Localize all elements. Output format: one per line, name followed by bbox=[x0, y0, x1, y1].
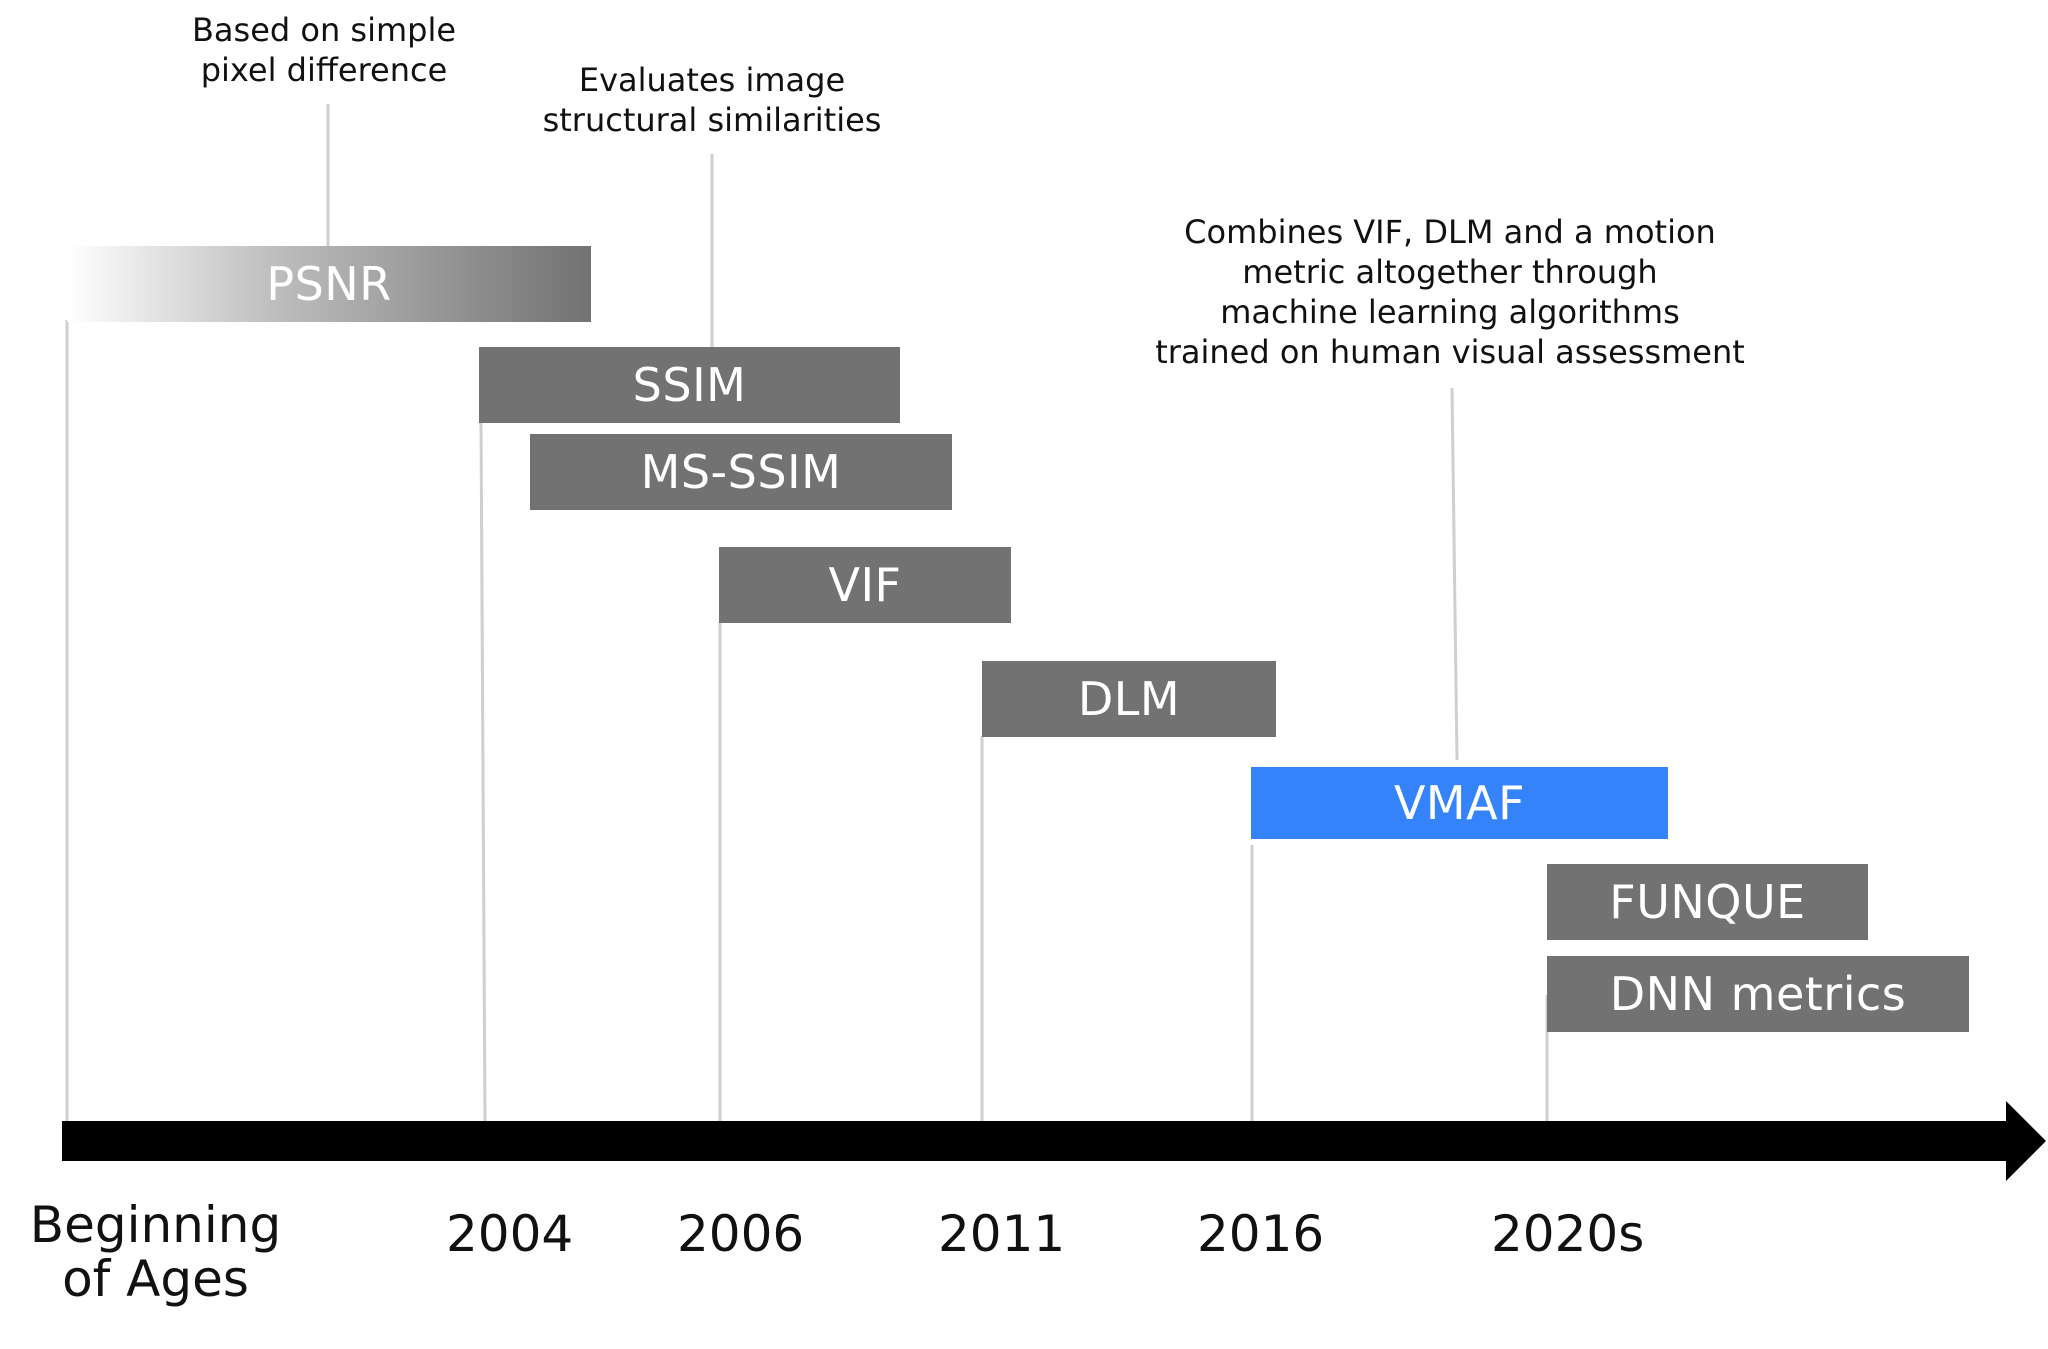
metric-bar-vmaf: VMAF bbox=[1251, 767, 1668, 839]
vmaf-annotation-line-3: machine learning algorithms bbox=[1220, 293, 1680, 331]
vmaf-annotation-line-2: metric altogether through bbox=[1242, 253, 1658, 291]
metric-bar-dnn-metrics: DNN metrics bbox=[1547, 956, 1969, 1032]
ssim-annotation: Evaluates image structural similarities bbox=[502, 60, 922, 140]
metric-bar-psnr: PSNR bbox=[67, 246, 591, 322]
psnr-annotation-line-1: Based on simple bbox=[191, 11, 457, 49]
metric-label-funque: FUNQUE bbox=[1609, 875, 1806, 929]
axis-label-2006: 2006 bbox=[677, 1205, 805, 1263]
metric-label-psnr: PSNR bbox=[266, 257, 392, 311]
axis-label-2016: 2016 bbox=[1197, 1205, 1325, 1263]
vmaf-annotation-line-4: trained on human visual assessment bbox=[1155, 333, 1745, 371]
metric-bar-vif: VIF bbox=[719, 547, 1011, 623]
axis-label-beginning-line-2: of Ages bbox=[62, 1250, 249, 1308]
axis-label-beginning: Beginning of Ages bbox=[28, 1198, 283, 1306]
vmaf-annotation: Combines VIF, DLM and a motion metric al… bbox=[1100, 212, 1800, 372]
axis-label-2020s: 2020s bbox=[1491, 1205, 1645, 1263]
vmaf-annotation-line-1: Combines VIF, DLM and a motion bbox=[1184, 213, 1716, 251]
metric-label-vmaf: VMAF bbox=[1393, 776, 1526, 830]
axis-label-beginning-line-1: Beginning bbox=[29, 1196, 282, 1254]
metric-bar-funque: FUNQUE bbox=[1547, 864, 1868, 940]
ssim-annotation-line-2: structural similarities bbox=[542, 101, 882, 139]
metric-label-dnn-metrics: DNN metrics bbox=[1609, 967, 1907, 1021]
metric-label-dlm: DLM bbox=[1077, 672, 1181, 726]
metric-bar-dlm: DLM bbox=[982, 661, 1276, 737]
axis-label-2004: 2004 bbox=[446, 1205, 574, 1263]
psnr-annotation: Based on simple pixel difference bbox=[130, 10, 518, 90]
timeline-arrow-icon bbox=[2006, 1101, 2046, 1181]
metric-label-ms-ssim: MS-SSIM bbox=[640, 445, 842, 499]
metric-label-ssim: SSIM bbox=[632, 358, 747, 412]
psnr-annotation-line-2: pixel difference bbox=[200, 51, 448, 89]
axis-label-2011: 2011 bbox=[938, 1205, 1066, 1263]
metric-label-vif: VIF bbox=[828, 558, 902, 612]
connector-vmaf-note bbox=[1450, 387, 1459, 761]
timeline-axis bbox=[62, 1121, 2016, 1161]
metric-bar-ssim: SSIM bbox=[479, 347, 900, 423]
metric-bar-ms-ssim: MS-SSIM bbox=[530, 434, 952, 510]
ssim-annotation-line-1: Evaluates image bbox=[578, 61, 846, 99]
connector-2004 bbox=[479, 421, 487, 1122]
